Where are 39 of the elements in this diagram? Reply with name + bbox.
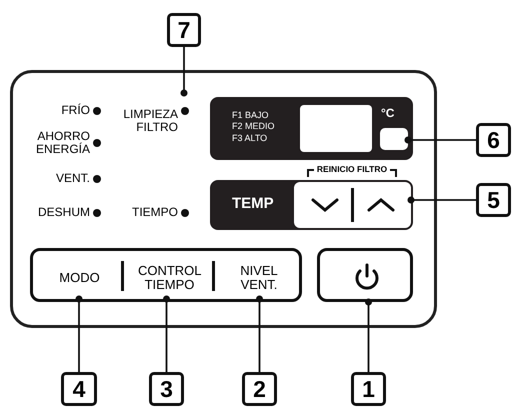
callout-box [476, 123, 511, 157]
button-label: NIVEL VENT. [239, 262, 279, 294]
callout-box [61, 372, 97, 406]
callout-number-text: 4 [72, 375, 86, 403]
callout-box [242, 372, 277, 406]
fan-level-text: F1 BAJO F2 MEDIO F3 ALTO [232, 110, 276, 144]
indicator-label-text: AHORRO ENERGÍA [34, 130, 90, 156]
callout-number-text: 5 [486, 186, 501, 214]
display-panel [210, 97, 413, 160]
indicator-label-text: DESHUM [36, 206, 90, 220]
indicator-label-text: TIEMPO [130, 206, 178, 220]
unit-text: °C [381, 107, 394, 120]
leader-line [408, 196, 476, 204]
temp-panel [210, 180, 413, 230]
callout-number-text: 2 [252, 375, 267, 403]
sensor-button [380, 128, 408, 150]
power-button [317, 248, 413, 302]
bracket-label: REINICIO FILTRO [314, 165, 390, 174]
button-label: CONTROL TIEMPO [136, 262, 203, 294]
leader-line [76, 296, 82, 372]
indicator-label-text: VENT. [54, 172, 90, 186]
leader-line [163, 296, 170, 372]
callout-number-text: 7 [176, 16, 192, 44]
temp-label: TEMP [232, 196, 274, 212]
indicator-label-text: FRÍO [60, 104, 90, 118]
callout-number-text: 6 [486, 126, 501, 154]
leader-line [404, 136, 476, 144]
callout-box [167, 13, 201, 47]
leader-line [180, 47, 188, 96]
callout-box [149, 372, 184, 406]
callout-box [351, 372, 386, 406]
button-bar [30, 248, 302, 302]
callout-number-text: 3 [159, 375, 174, 403]
leader-line [256, 296, 263, 372]
indicator-label-text: LIMPIEZA FILTRO [122, 108, 178, 134]
button-label: MODO [58, 268, 101, 287]
callout-number-text: 1 [361, 375, 376, 403]
arrow-buttons [294, 182, 411, 228]
callout-box [476, 183, 511, 217]
